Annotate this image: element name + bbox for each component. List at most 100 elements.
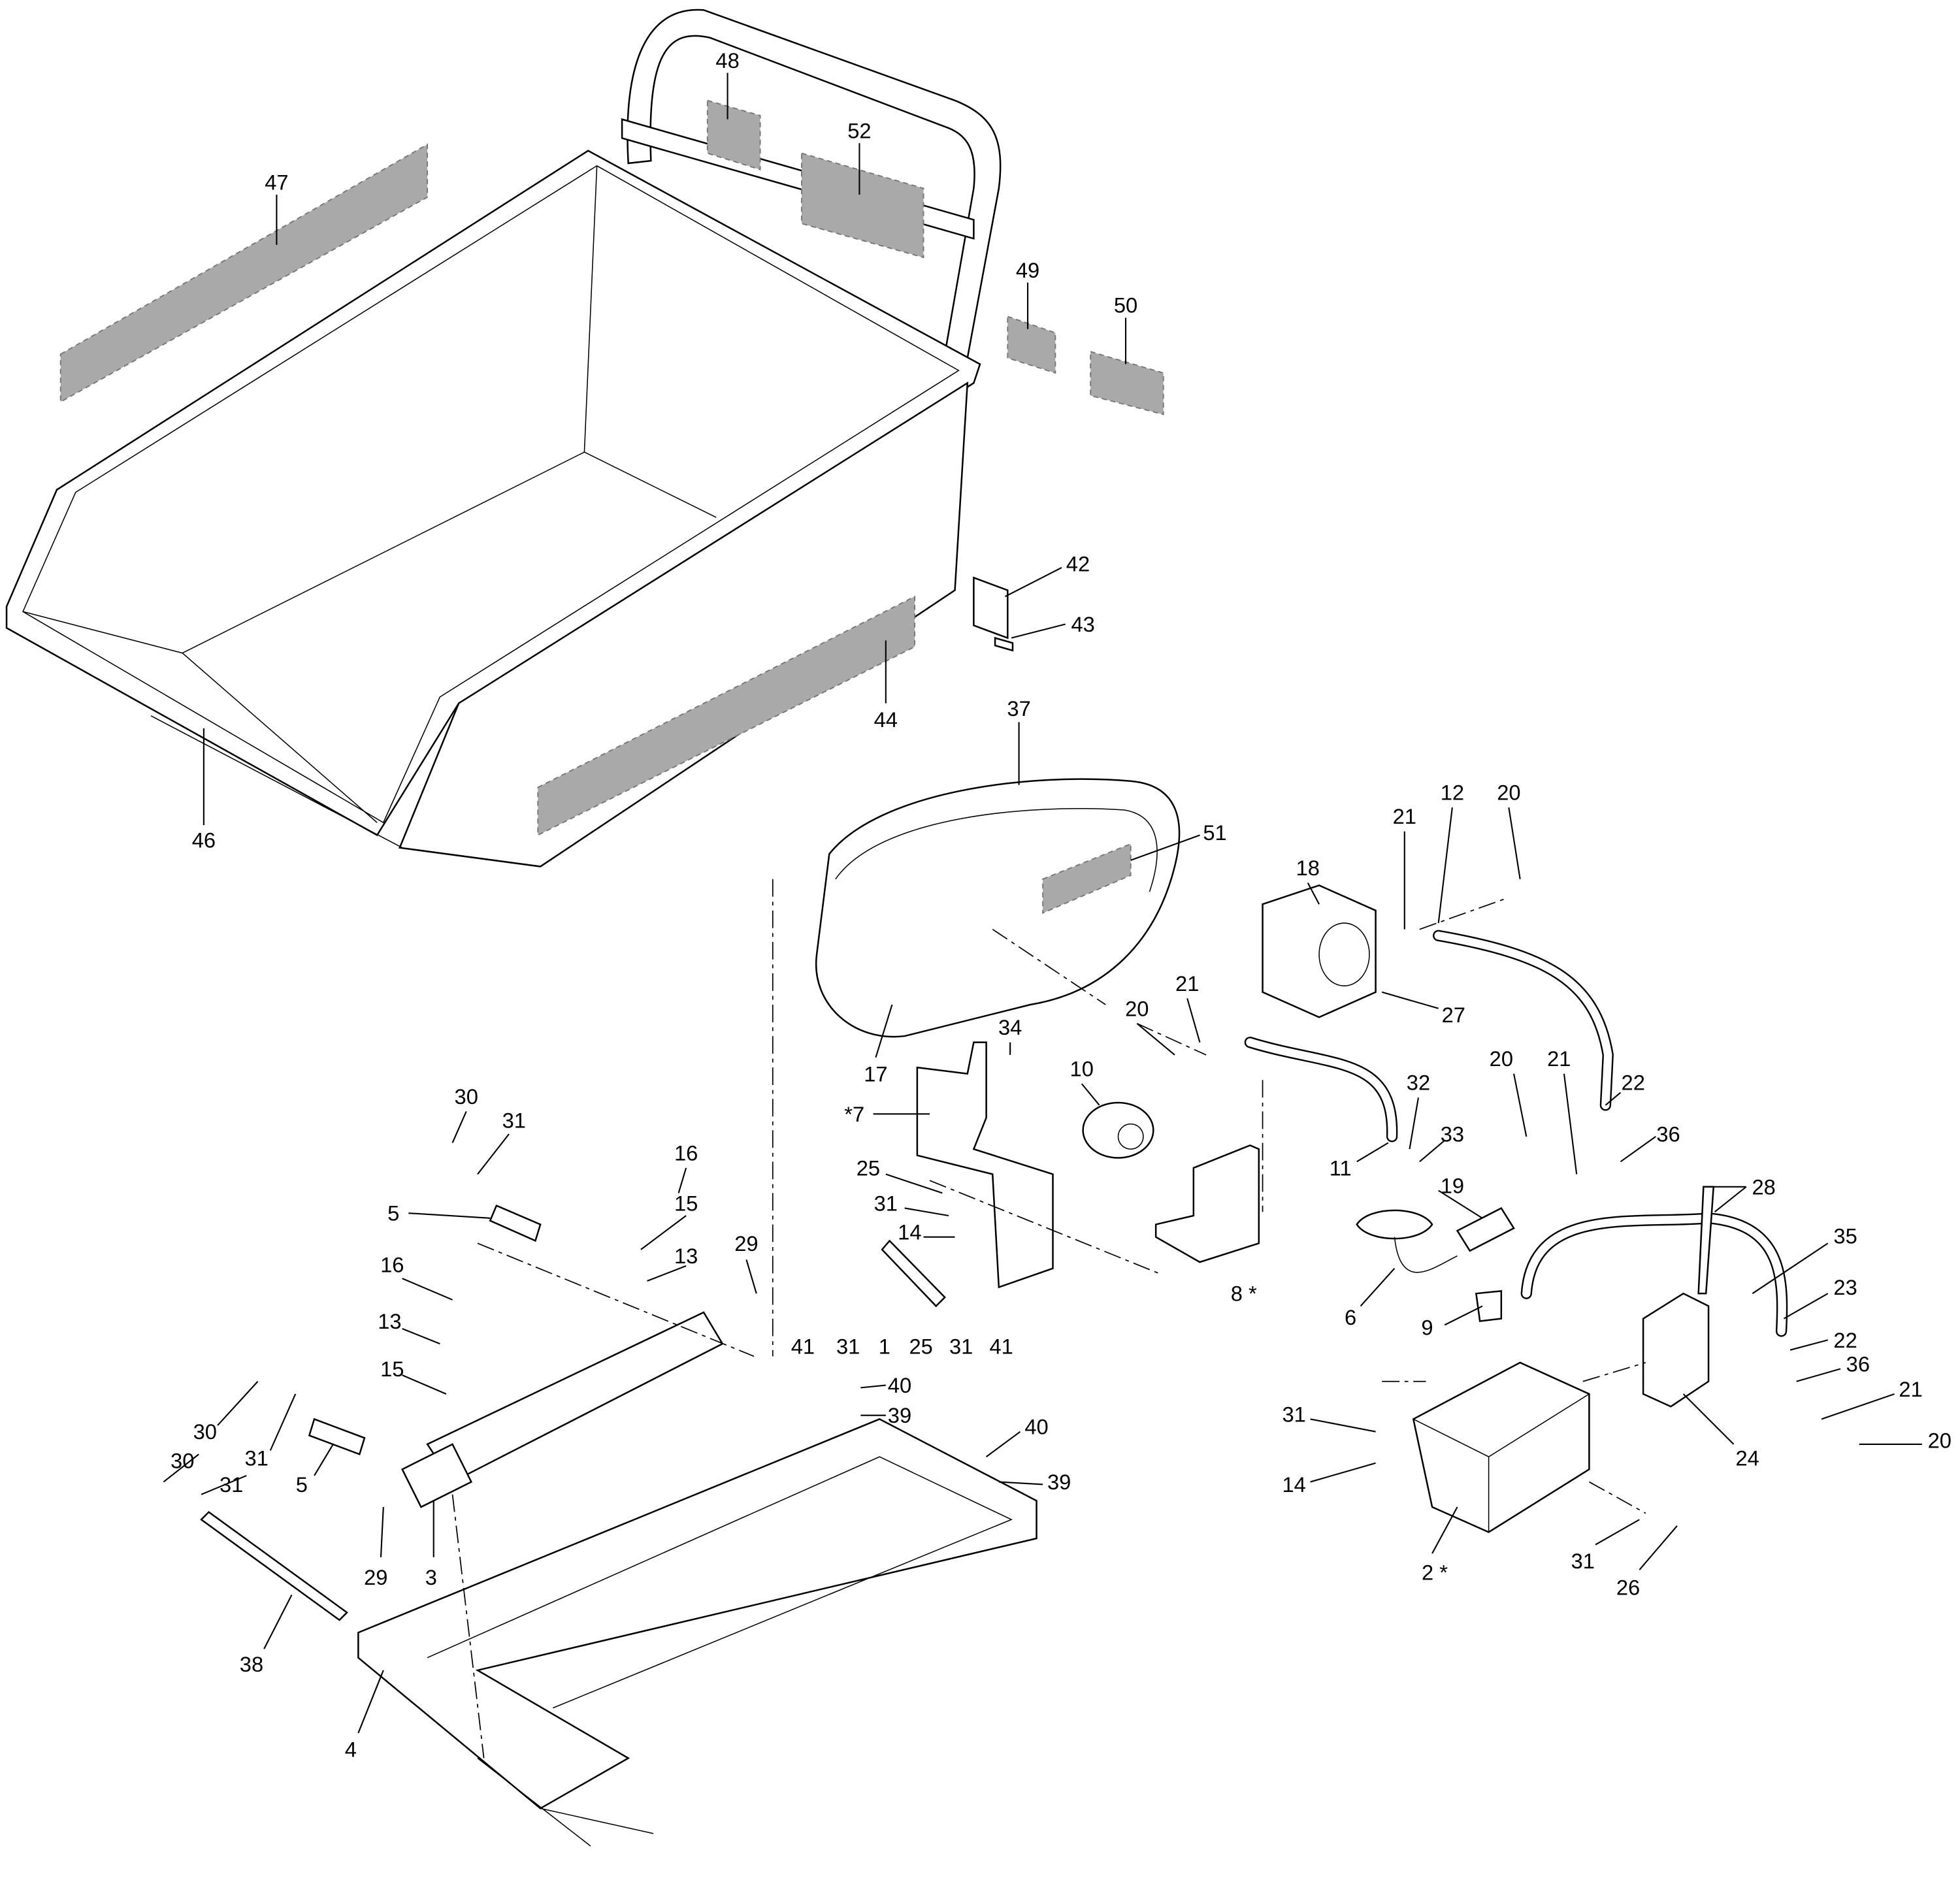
callout: 21 — [1175, 971, 1199, 996]
decal-47 — [59, 143, 429, 403]
callout: 31 — [1571, 1549, 1595, 1573]
callout: 5 — [387, 1201, 399, 1225]
callout: 31 — [836, 1334, 860, 1358]
callout: 44 — [874, 707, 898, 732]
callout: 9 — [1421, 1316, 1433, 1340]
callout: 16 — [674, 1141, 698, 1165]
callout: 6 — [1345, 1305, 1356, 1329]
callout: 30 — [171, 1448, 194, 1472]
callout: 20 — [1125, 996, 1149, 1020]
callout: 13 — [378, 1309, 401, 1333]
callout: 24 — [1735, 1446, 1759, 1470]
callout: 43 — [1071, 612, 1094, 636]
decal-51 — [1042, 843, 1132, 915]
callout: 1 — [879, 1334, 890, 1358]
callout: 29 — [364, 1565, 387, 1589]
callout: 30 — [455, 1084, 478, 1109]
callout: 31 — [244, 1446, 268, 1470]
decal-52 — [801, 152, 924, 259]
cover — [815, 778, 1181, 1038]
callout: 34 — [998, 1015, 1022, 1039]
screw-43 — [994, 636, 1014, 652]
callout: 4 — [345, 1738, 357, 1762]
bracket-8 — [1154, 1144, 1260, 1263]
pin-1 — [881, 1239, 946, 1308]
callout: 5 — [296, 1472, 308, 1497]
callout: 49 — [1016, 258, 1039, 282]
callout: 36 — [1846, 1352, 1870, 1376]
callout: 3 — [425, 1565, 437, 1589]
callout: 41 — [990, 1334, 1013, 1358]
pin-5b — [308, 1418, 366, 1455]
hopper — [5, 8, 1002, 867]
callout: 39 — [1047, 1470, 1071, 1494]
callout: 27 — [1442, 1003, 1465, 1027]
callout: 41 — [791, 1334, 815, 1358]
callout: 14 — [898, 1220, 921, 1244]
callout: 15 — [380, 1357, 404, 1381]
callout: 31 — [1282, 1402, 1305, 1426]
callout: 39 — [888, 1403, 911, 1427]
frame — [357, 1418, 1037, 1847]
callout: 20 — [1490, 1046, 1513, 1071]
pivot-tube-3 — [400, 1443, 473, 1508]
decal-49 — [1007, 316, 1056, 374]
callout: 2 * — [1422, 1561, 1448, 1585]
callout: 31 — [949, 1334, 973, 1358]
callout: 21 — [1547, 1046, 1571, 1071]
callout: 32 — [1407, 1071, 1430, 1095]
callout: 15 — [674, 1191, 698, 1215]
lever-28 — [1697, 1186, 1715, 1295]
callout: 21 — [1899, 1377, 1922, 1401]
callout: 16 — [380, 1253, 404, 1277]
callout: *7 — [844, 1102, 864, 1126]
callout: 29 — [734, 1231, 758, 1256]
assembly-lines — [451, 879, 1646, 1758]
callout: 46 — [192, 828, 216, 852]
callout: 8 * — [1231, 1282, 1257, 1306]
filter-19 — [1456, 1207, 1515, 1252]
callout-labels: 47 48 52 49 50 42 43 44 46 37 51 18 21 1… — [171, 48, 1952, 1762]
callout: 19 — [1441, 1173, 1464, 1197]
callout: 51 — [1203, 820, 1226, 845]
tank-2 — [1412, 1361, 1590, 1533]
callout: 25 — [857, 1156, 880, 1180]
callout: 47 — [265, 170, 288, 194]
callout: 14 — [1282, 1472, 1305, 1497]
callout: 35 — [1833, 1224, 1857, 1248]
callout: 22 — [1833, 1328, 1857, 1352]
pivot-tube — [426, 1311, 724, 1483]
bracket-7 — [916, 1041, 1054, 1289]
callout: 30 — [193, 1419, 217, 1444]
callout: 13 — [674, 1244, 698, 1268]
callout: 36 — [1656, 1122, 1680, 1146]
callout: 17 — [864, 1062, 887, 1086]
callout: 25 — [909, 1334, 932, 1358]
callout: 21 — [1393, 804, 1416, 828]
pin-5a — [489, 1204, 542, 1242]
callout: 10 — [1070, 1057, 1094, 1081]
decal-44 — [537, 595, 915, 837]
callout: 40 — [1024, 1415, 1048, 1439]
callout: 50 — [1114, 293, 1137, 317]
callout: 33 — [1441, 1122, 1464, 1146]
bracket-42 — [973, 576, 1009, 640]
suction-pipe-6 — [1356, 1209, 1433, 1240]
callout: 42 — [1066, 552, 1090, 576]
callout: 31 — [220, 1472, 243, 1497]
callout: 31 — [874, 1191, 898, 1215]
valve-24 — [1642, 1292, 1710, 1408]
callout: 11 — [1330, 1156, 1352, 1180]
callout: 48 — [715, 48, 739, 73]
callout: 37 — [1007, 696, 1030, 721]
decal-48 — [706, 99, 761, 170]
callout: 20 — [1928, 1429, 1952, 1453]
callout: 26 — [1616, 1576, 1640, 1600]
callout: 38 — [240, 1652, 263, 1676]
callout: 28 — [1752, 1175, 1775, 1199]
decal-50 — [1090, 351, 1164, 415]
callout: 12 — [1441, 781, 1464, 805]
callout: 31 — [502, 1108, 526, 1132]
callout: 40 — [888, 1373, 911, 1397]
